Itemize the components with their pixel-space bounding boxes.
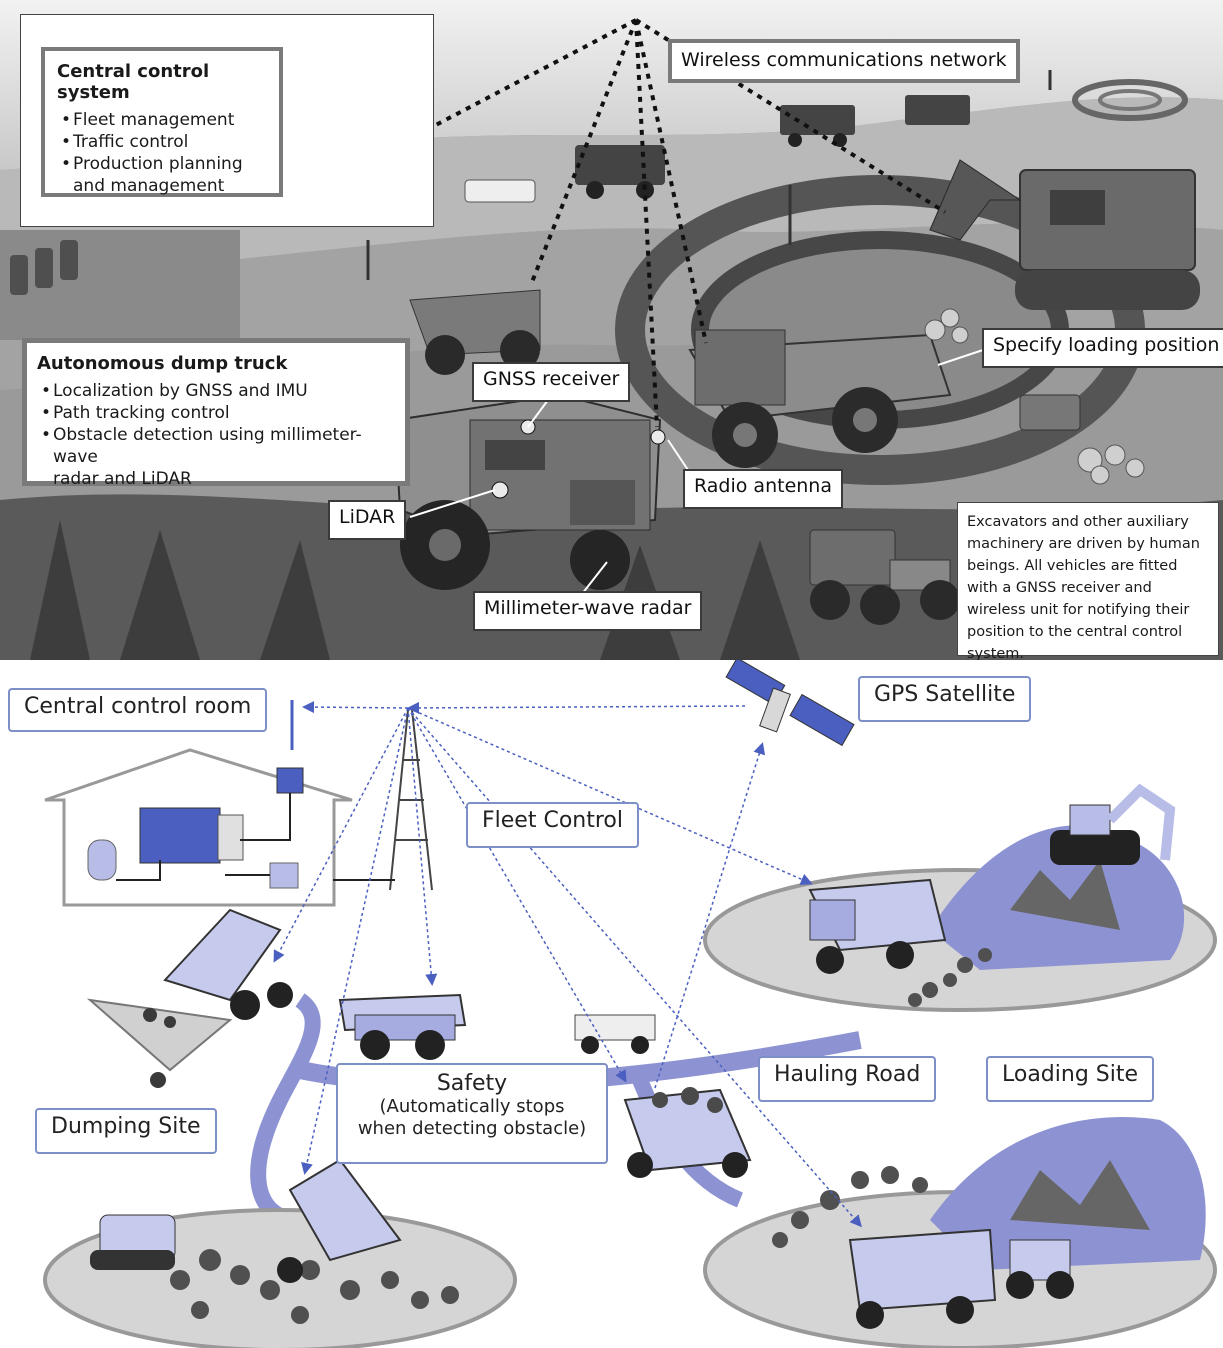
dumping-site-label: Dumping Site [35, 1108, 217, 1154]
central-control-box: Central control system Fleet management … [41, 47, 283, 197]
radio-antenna-label: Radio antenna [683, 469, 843, 509]
gps-satellite-label: GPS Satellite [858, 676, 1032, 722]
excavator-graphic [929, 159, 1200, 310]
central-control-panel: Central control system Fleet management … [20, 14, 434, 227]
dumping-truck-graphic [86, 908, 293, 1088]
safety-subtitle: (Automatically stops when detecting obst… [357, 1096, 587, 1139]
hauling-truck-graphic [338, 993, 656, 1060]
central-control-item: Traffic control [57, 131, 267, 153]
communication-links [273, 701, 862, 1228]
loading-site-upper-graphic [703, 783, 1217, 1012]
loading-site-lower-graphic [703, 1116, 1217, 1348]
fleet-system-diagram [43, 660, 1217, 1348]
autonomous-truck-box: Autonomous dump truck Localization by GN… [22, 338, 410, 489]
autonomous-truck-title: Autonomous dump truck [37, 353, 288, 374]
dump-truck-upper-graphic [409, 289, 541, 375]
mine-illustration-panel: Central control system Fleet management … [0, 0, 1223, 660]
gps-satellite-graphic [725, 660, 855, 747]
central-control-item: Fleet management [57, 109, 267, 131]
safety-box: Safety (Automatically stops when detecti… [336, 1063, 608, 1164]
fleet-control-label: Fleet Control [466, 802, 639, 848]
loaded-truck-graphic [623, 1087, 752, 1178]
control-room-house [44, 700, 353, 907]
autonomous-truck-list: Localization by GNSS and IMU Path tracki… [37, 380, 395, 490]
wireless-links [431, 18, 947, 428]
central-control-title: Central control system [57, 61, 210, 103]
autonomous-truck-graphic [393, 393, 666, 590]
dump-truck-right-graphic [688, 329, 952, 468]
fleet-system-diagram-panel: Central control room GPS Satellite Fleet… [0, 660, 1223, 1348]
specify-loading-position-label: Specify loading position [982, 328, 1223, 368]
hauling-road-label: Hauling Road [758, 1056, 937, 1102]
central-control-item: Production planning and management [57, 153, 267, 197]
safety-title: Safety [436, 1071, 508, 1096]
central-control-list: Fleet management Traffic control Product… [57, 109, 267, 197]
human-driven-note: Excavators and other auxiliary machinery… [957, 502, 1219, 660]
dumping-site-graphic [43, 1158, 517, 1348]
gnss-receiver-label: GNSS receiver [472, 362, 631, 402]
autonomous-truck-item: Obstacle detection using millimeter-wave… [37, 424, 395, 490]
wireless-network-label: Wireless communications network [668, 39, 1020, 83]
grader-graphic [809, 529, 960, 625]
lidar-label: LiDAR [328, 500, 407, 540]
autonomous-truck-item: Localization by GNSS and IMU [37, 380, 395, 402]
loading-site-label: Loading Site [986, 1056, 1155, 1102]
central-control-room-label: Central control room [8, 688, 268, 732]
autonomous-truck-item: Path tracking control [37, 402, 395, 424]
radio-tower-graphic [389, 709, 433, 891]
millimeter-wave-radar-label: Millimeter-wave radar [473, 591, 703, 631]
